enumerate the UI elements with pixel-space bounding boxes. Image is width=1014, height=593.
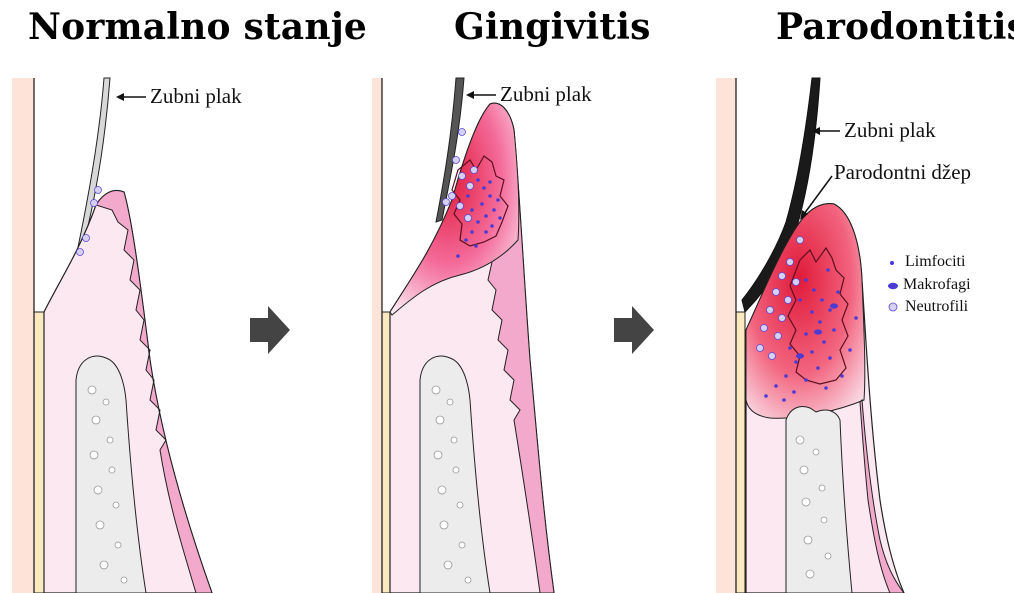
legend-lymphocyte-icon xyxy=(890,261,894,265)
root-surface xyxy=(716,78,736,593)
legend-macrophages: Makrofagi xyxy=(903,276,971,294)
enamel-band xyxy=(736,312,745,593)
label-plaque-normal: Zubni plak xyxy=(150,84,242,109)
legend-macrophage-icon xyxy=(888,283,898,289)
title-parodontitis: Parodontitis xyxy=(776,6,1014,48)
label-plaque-gingivitis: Zubni plak xyxy=(500,82,592,107)
title-gingivitis: Gingivitis xyxy=(454,6,651,48)
legend-lymphocytes: Limfociti xyxy=(905,253,965,271)
label-plaque-parodontitis: Zubni plak xyxy=(844,118,936,143)
inflammation-zone xyxy=(746,204,865,419)
legend-neutrophil-icon xyxy=(889,303,897,311)
legend-neutrophils: Neutrofili xyxy=(905,298,968,316)
label-periodontal-pocket: Parodontni džep xyxy=(834,160,971,185)
title-normal: Normalno stanje xyxy=(28,6,367,48)
